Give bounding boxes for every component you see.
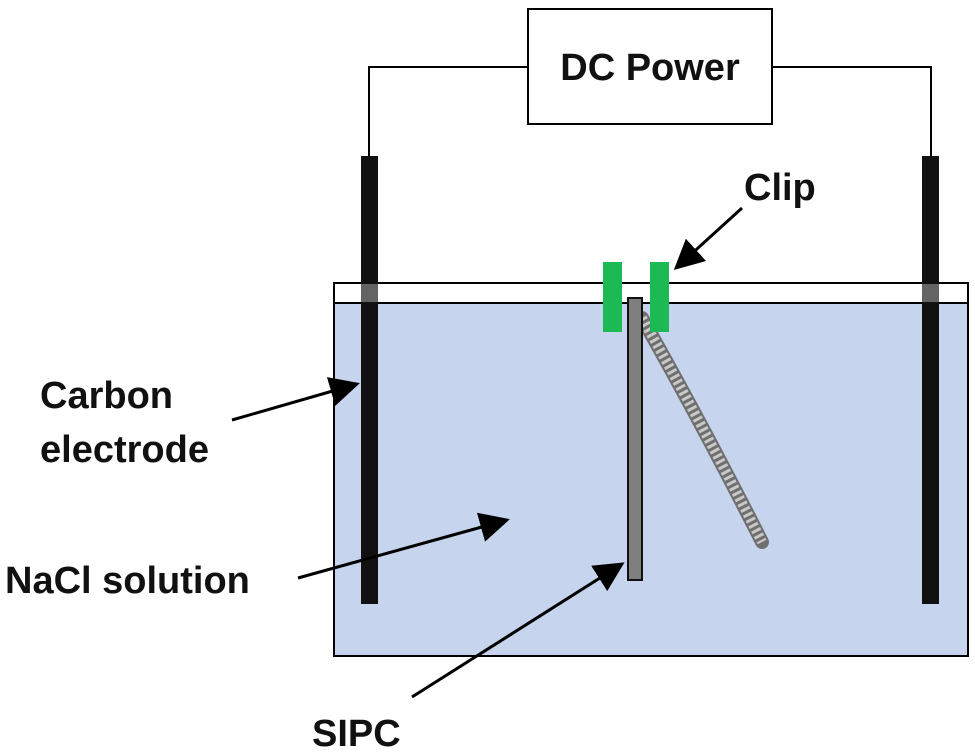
carbon-electrode-arrow: [231, 377, 360, 422]
nacl-solution-label: NaCl solution: [5, 560, 250, 602]
dc-power-box: [527, 8, 773, 125]
sipc-bent-fill: [637, 315, 767, 545]
dc-power-label: DC Power: [560, 47, 740, 89]
right-wire: [772, 66, 932, 158]
clip-arrow: [673, 206, 744, 271]
right-electrode-lid-pass: [922, 284, 939, 302]
solution-tank: [333, 299, 969, 657]
left-carbon-electrode: [361, 156, 378, 604]
nacl-solution-arrow: [297, 512, 510, 580]
carbon-electrode-label-line2: electrode: [40, 429, 209, 471]
clip-label: Clip: [744, 167, 816, 209]
right-carbon-electrode: [922, 156, 939, 604]
carbon-electrode-label-line1: Carbon: [40, 375, 173, 417]
sipc-label: SIPC: [312, 713, 401, 755]
right-clip: [650, 262, 669, 332]
left-clip: [603, 262, 622, 332]
left-electrode-lid-pass: [361, 284, 378, 302]
left-wire: [368, 66, 528, 158]
sipc-strip: [627, 297, 643, 581]
sipc-arrow: [411, 562, 625, 699]
